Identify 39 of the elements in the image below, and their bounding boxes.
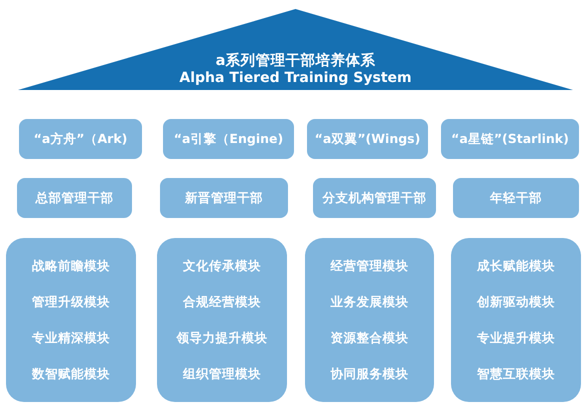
program-name: “a引擎（Engine) xyxy=(174,131,284,147)
title-text: a系列管理干部培养体系 xyxy=(216,53,376,70)
module-name: 成长赋能模块 xyxy=(477,258,555,274)
audience-label: 总部管理干部 xyxy=(36,190,114,206)
program-card xyxy=(441,119,579,159)
module-panel xyxy=(6,238,136,402)
program-name: “a星链”(Starlink) xyxy=(451,131,569,147)
program-card xyxy=(163,119,294,159)
module-name: 经营管理模块 xyxy=(330,258,408,274)
program-card xyxy=(19,119,142,159)
audience-label: 年轻干部 xyxy=(490,190,542,206)
module-name: 专业精深模块 xyxy=(32,330,110,346)
module-name: 管理升级模块 xyxy=(32,294,110,310)
audience-label: 分支机构管理干部 xyxy=(322,190,426,206)
module-name: 创新驱动模块 xyxy=(477,294,555,310)
audience-card xyxy=(17,178,132,218)
module-name: 协同服务模块 xyxy=(330,366,408,382)
audience-card xyxy=(453,178,579,218)
roof-banner xyxy=(18,9,573,90)
module-name: 资源整合模块 xyxy=(330,330,408,346)
module-name: 合规经营模块 xyxy=(183,294,261,310)
module-panel xyxy=(451,238,581,402)
module-name: 战略前瞻模块 xyxy=(32,258,110,274)
module-name: 专业提升模块 xyxy=(477,330,555,346)
audience-card xyxy=(160,178,288,218)
module-name: 智慧互联模块 xyxy=(477,366,555,382)
module-name: 数智赋能模块 xyxy=(32,366,110,382)
module-name: 组织管理模块 xyxy=(183,366,261,382)
module-name: 文化传承模块 xyxy=(183,258,261,274)
title-text: Alpha Tiered Training System xyxy=(179,70,412,87)
module-panel xyxy=(157,238,287,402)
module-name: 领导力提升模块 xyxy=(176,330,268,346)
audience-label: 新晋管理干部 xyxy=(185,190,263,206)
module-panel xyxy=(305,238,434,402)
audience-card xyxy=(313,178,436,218)
program-card xyxy=(307,119,428,159)
program-name: “a方舟”（Ark) xyxy=(34,131,128,147)
program-name: “a双翼”(Wings) xyxy=(314,131,420,147)
module-name: 业务发展模块 xyxy=(330,294,408,310)
